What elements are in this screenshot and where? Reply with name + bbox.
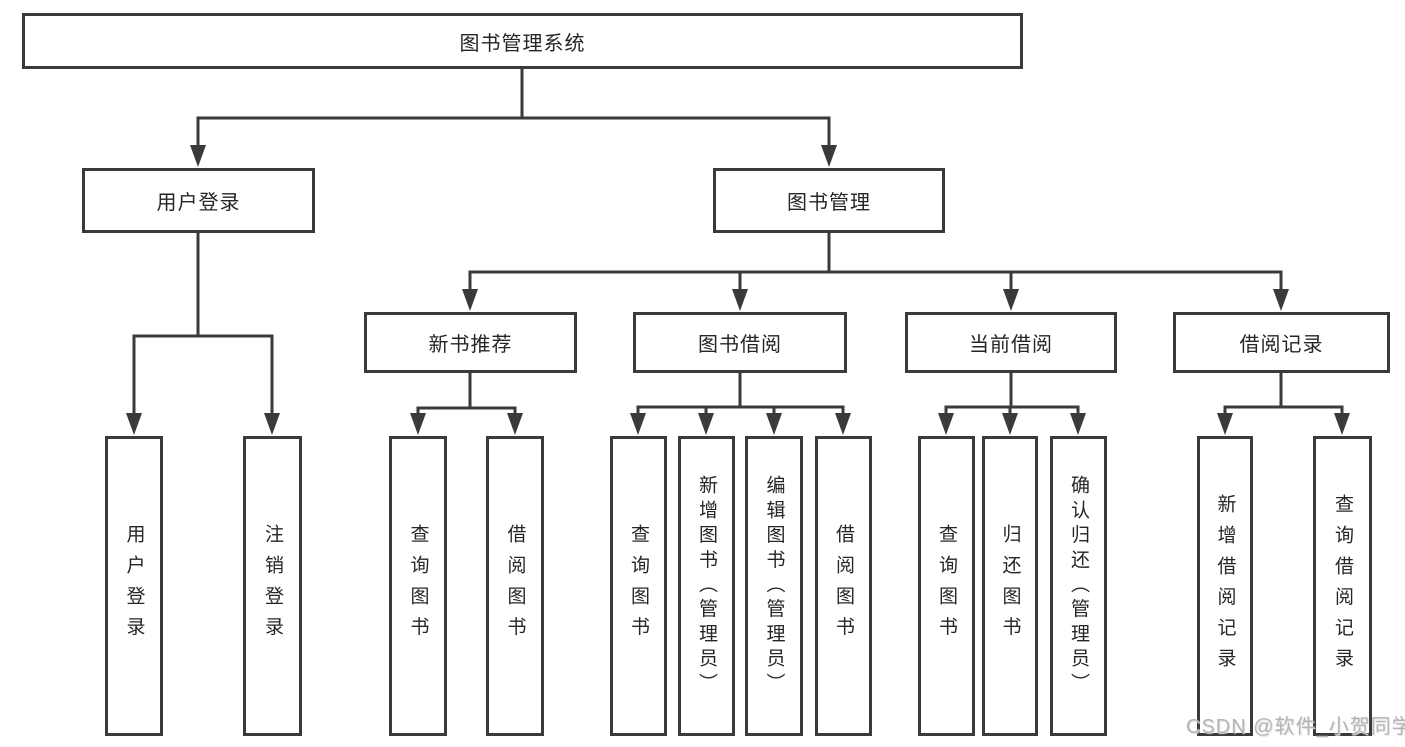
leaf-query-books-borrow: 查询图书 <box>610 436 667 736</box>
leaf-borrow-books-recommend: 借阅图书 <box>486 436 544 736</box>
node-new-book-recommend: 新书推荐 <box>364 312 577 373</box>
arrow-down-icon <box>698 413 714 435</box>
arrow-down-icon <box>507 413 523 435</box>
node-current-borrow: 当前借阅 <box>905 312 1117 373</box>
arrow-down-icon <box>264 413 280 435</box>
leaf-query-borrow-record: 查询借阅记录 <box>1313 436 1372 736</box>
connector-book-borrow-branch <box>636 373 845 420</box>
node-book-borrow: 图书借阅 <box>633 312 847 373</box>
arrow-down-icon <box>630 413 646 435</box>
connector-root <box>196 69 831 150</box>
leaf-edit-book-admin: 编辑图书（管理员） <box>745 436 803 736</box>
watermark: CSDN @软件_小贺同学 <box>1186 716 1405 738</box>
node-borrow-records: 借阅记录 <box>1173 312 1390 373</box>
arrow-down-icon <box>835 413 851 435</box>
connector-new-book-branch <box>416 373 517 420</box>
leaf-confirm-return-admin: 确认归还（管理员） <box>1050 436 1107 736</box>
connector-user-login-branch <box>132 233 274 420</box>
arrow-down-icon <box>1002 413 1018 435</box>
arrowheads <box>126 145 1350 435</box>
leaf-return-book: 归还图书 <box>982 436 1038 736</box>
node-library-system: 图书管理系统 <box>22 13 1023 69</box>
connector-book-management-branch <box>468 233 1283 296</box>
arrow-down-icon <box>190 145 206 167</box>
leaf-logout: 注销登录 <box>243 436 302 736</box>
leaf-add-book-admin: 新增图书（管理员） <box>678 436 735 736</box>
arrow-down-icon <box>1070 413 1086 435</box>
arrow-down-icon <box>410 413 426 435</box>
leaf-user-login: 用户登录 <box>105 436 163 736</box>
arrow-down-icon <box>1334 413 1350 435</box>
arrow-down-icon <box>1217 413 1233 435</box>
node-book-management: 图书管理 <box>713 168 945 233</box>
leaf-query-books-recommend: 查询图书 <box>389 436 447 736</box>
connector-current-borrow-branch <box>944 373 1080 420</box>
leaf-add-borrow-record: 新增借阅记录 <box>1197 436 1253 736</box>
arrow-down-icon <box>1003 289 1019 311</box>
arrow-down-icon <box>462 289 478 311</box>
leaf-borrow-books: 借阅图书 <box>815 436 872 736</box>
arrow-down-icon <box>1273 289 1289 311</box>
arrow-down-icon <box>732 289 748 311</box>
arrow-down-icon <box>821 145 837 167</box>
node-user-login: 用户登录 <box>82 168 315 233</box>
leaf-query-books-current: 查询图书 <box>918 436 975 736</box>
arrow-down-icon <box>126 413 142 435</box>
connector-borrow-records-branch <box>1223 373 1344 420</box>
arrow-down-icon <box>766 413 782 435</box>
arrow-down-icon <box>938 413 954 435</box>
